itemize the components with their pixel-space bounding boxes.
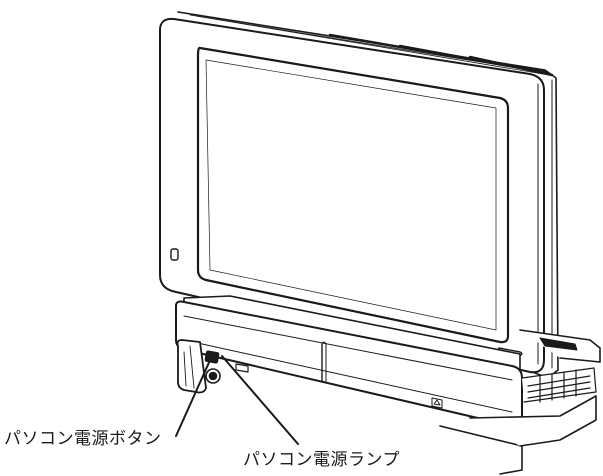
power-button	[204, 350, 220, 364]
side-vent	[521, 367, 597, 403]
monitor-screen	[196, 46, 510, 344]
monitor	[159, 11, 559, 379]
stand	[519, 329, 601, 363]
base-unit	[175, 295, 597, 475]
callout-label-power-lamp: パソコン電源ランプ	[243, 450, 400, 470]
bezel-button	[170, 248, 179, 261]
eject-icon	[431, 397, 443, 409]
monitor-top-vents	[184, 12, 554, 77]
callout-label-power-button: パソコン電源ボタン	[4, 429, 162, 449]
callout-line-power-lamp	[221, 355, 299, 445]
small-slot	[235, 363, 249, 373]
callout-line-power-button	[175, 357, 212, 437]
left-leg	[176, 339, 221, 394]
